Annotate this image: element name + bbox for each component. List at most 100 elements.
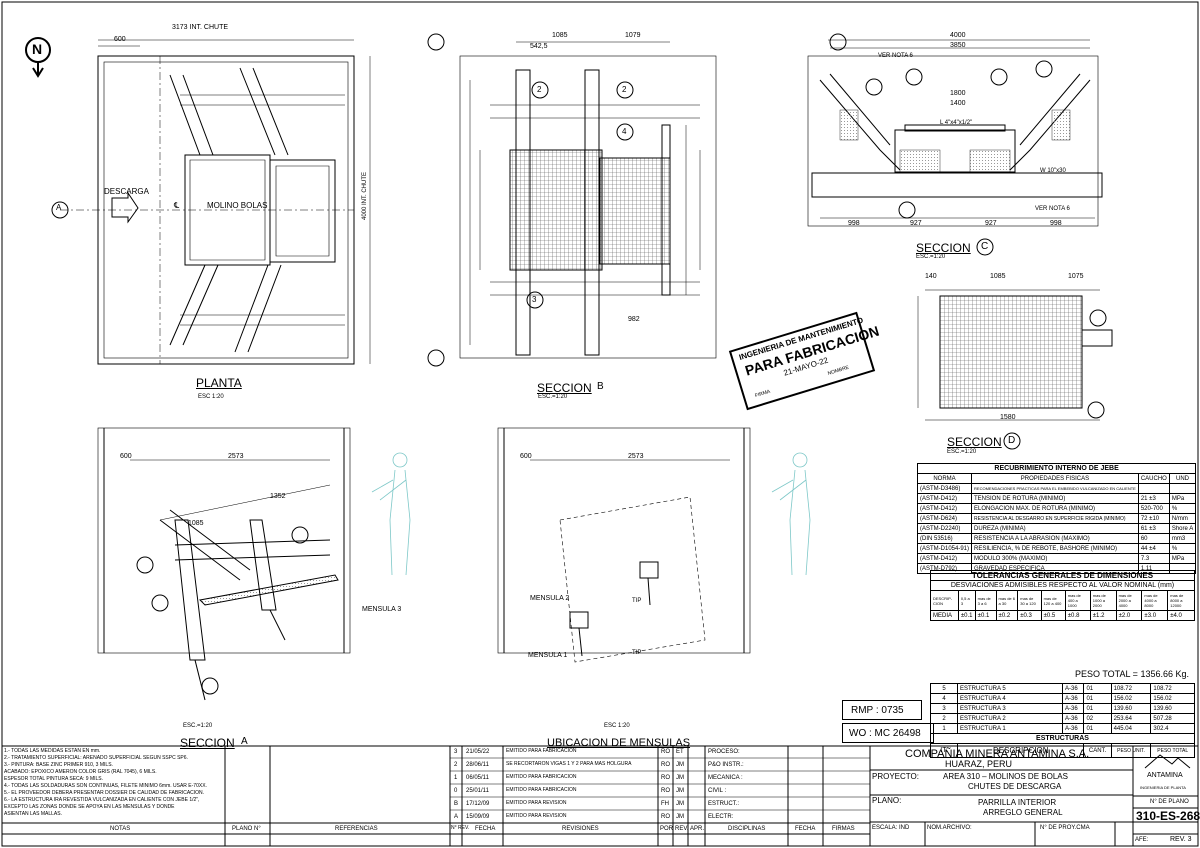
cell: (ASTM-D1054-91) — [916, 543, 973, 554]
cell: 7.3 — [1137, 553, 1170, 564]
person-figure-b — [771, 452, 811, 576]
footer-header: REVISIONES — [562, 826, 599, 832]
planta-label: ℄ — [174, 201, 180, 210]
rev-por: FH — [661, 801, 669, 807]
cell: ELONGACION MAX. DE ROTURA (MINIMO) — [971, 503, 1139, 514]
footer-grid — [2, 745, 1198, 846]
cell: 01 — [1083, 683, 1112, 694]
header-cell: CAUCHO — [1137, 473, 1170, 484]
cell: 02 — [1083, 713, 1112, 724]
cell: ±1.2 — [1089, 610, 1117, 621]
cell: N/mm — [1168, 513, 1197, 524]
cell: (ASTM-D412) — [916, 493, 973, 504]
cell: ±2.0 — [1115, 610, 1143, 621]
cell: 156.02 — [1150, 693, 1195, 704]
wo-box: WO : MC 26498 — [842, 723, 934, 743]
header-cell: mas de 3 a 6 — [974, 590, 997, 611]
cell: A-36 — [1061, 703, 1085, 714]
nom-archivo: NOM.ARCHIVO: — [927, 825, 972, 831]
peso-total: PESO TOTAL = 1356.66 Kg. — [1075, 669, 1189, 679]
seccion-a-scale: ESC.=1:20 — [183, 723, 213, 729]
cell: ESTRUCTURA 1 — [957, 723, 1063, 734]
header-cell: CANT. — [1083, 743, 1112, 758]
n-plano: 310-ES-268 — [1136, 809, 1200, 823]
stamp-firma: FIRMA — [754, 388, 772, 400]
rev-no: 0 — [454, 788, 458, 794]
rev-date: 17/12/09 — [466, 801, 490, 807]
cell: mm3 — [1168, 533, 1197, 544]
planta-dim: 4000 INT. CHUTE — [362, 171, 368, 220]
company-name: COMPAÑIA MINERA ANTAMINA S.A. — [905, 748, 1090, 760]
seccion-c-title: SECCION — [916, 241, 971, 255]
footer-header: FIRMAS — [832, 826, 855, 832]
north-label: N — [32, 41, 43, 57]
rev-no: 1 — [454, 775, 458, 781]
tolerancias-subtitle: DESVIACIONES ADMISIBLES RESPECTO AL VALO… — [930, 580, 1195, 591]
cell: ±4.0 — [1167, 610, 1195, 621]
rev-rev: ET — [676, 749, 684, 755]
cell: 21 ±3 — [1137, 493, 1170, 504]
rev-date: 25/01/11 — [466, 788, 489, 794]
table-row: (ASTM-D624)RESISTENCIA AL DESGARRO EN SU… — [916, 513, 1197, 524]
cell: 01 — [1083, 693, 1112, 704]
rev-date: 15/09/09 — [466, 814, 490, 820]
footer-header: PLANO N° — [232, 826, 261, 832]
recubrimiento-table: RECUBRIMIENTO INTERNO DE JEBE NORMA PROP… — [916, 463, 1197, 574]
cell: (DIN 53516) — [916, 533, 973, 544]
rev-no: B — [454, 801, 459, 807]
rev-no: 3 — [454, 749, 458, 755]
antamina-logo-icon — [1144, 754, 1191, 769]
seccion-c-note: L 4"x4"x1/2" — [940, 120, 973, 126]
rev-desc: EMITIDO PARA REVISION — [506, 800, 567, 806]
escala: ESCALA: IND — [872, 825, 910, 831]
header-cell: mas de 8000 a 12000 — [1167, 590, 1195, 611]
cell: 2 — [930, 713, 958, 724]
cell: MPa — [1168, 553, 1197, 564]
seccion-a-label: MENSULA 3 — [362, 606, 402, 613]
cell: A-36 — [1061, 713, 1085, 724]
seccion-b-dim: 1079 — [625, 32, 641, 39]
person-figure-a — [371, 452, 411, 576]
seccion-c-letter: C — [981, 241, 989, 252]
nota-line: ACABADO: EPOXICO AMERON COLOR GRIS (RAL … — [4, 769, 157, 775]
rev-rev: JM — [676, 814, 684, 820]
header-cell: UND — [1168, 473, 1197, 484]
cell: A-36 — [1061, 683, 1085, 694]
rev-date: 06/05/11 — [466, 775, 489, 781]
callout-4: 4 — [622, 127, 627, 136]
planta-label: DESCARGA — [104, 187, 149, 196]
cell: 253.64 — [1110, 713, 1152, 724]
header-cell: PESO TOTAL — [1150, 743, 1195, 758]
callout-2: 2 — [622, 85, 627, 94]
recubrimiento-title: RECUBRIMIENTO INTERNO DE JEBE — [916, 463, 1197, 474]
footer-header: REFERENCIAS — [335, 826, 378, 832]
ubicacion-dim: 2573 — [628, 453, 644, 460]
nota-line: ESPESOR TOTAL PINTURA SECA: 9 MILS. — [4, 776, 104, 782]
seccion-a-dim: 600 — [120, 453, 132, 460]
planta-view — [51, 39, 371, 365]
cell: % — [1168, 503, 1197, 514]
footer-header: POR — [660, 826, 674, 832]
cell: ±0.2 — [995, 610, 1019, 621]
rev-desc: SE RECORTARON VIGAS 1 Y 2 PARA MAS HOLGU… — [506, 761, 632, 767]
nota-line: 6.- LA ESTRUCTURA IRA REVESTIDA VULCANIZ… — [4, 797, 200, 803]
header-cell: mas de 4000 a 8000 — [1141, 590, 1169, 611]
rev-date: 21/05/22 — [466, 749, 490, 755]
seccion-a-view — [97, 427, 351, 701]
header-cell: 0,5 a 3 — [957, 590, 976, 611]
rmp-value: RMP : 0735 — [851, 705, 904, 716]
table-row: (ASTM-D1054-91)RESILIENCIA, % DE REBOTE,… — [916, 543, 1197, 554]
seccion-c-note: VER NOTA 6 — [878, 53, 913, 59]
planta-label: A — [56, 203, 62, 212]
seccion-d-letter: D — [1008, 435, 1016, 446]
seccion-b-dim: 982 — [628, 316, 640, 323]
seccion-c-dim: 3850 — [950, 42, 966, 49]
company-city: HUARAZ, PERU — [945, 759, 1013, 769]
wo-value: WO : MC 26498 — [849, 728, 921, 739]
seccion-c-scale: ESC.=1:20 — [916, 254, 946, 260]
seccion-c-dim: 1800 — [950, 90, 966, 97]
nota-line: ASIENTAN LAS MALLAS. — [4, 811, 62, 817]
